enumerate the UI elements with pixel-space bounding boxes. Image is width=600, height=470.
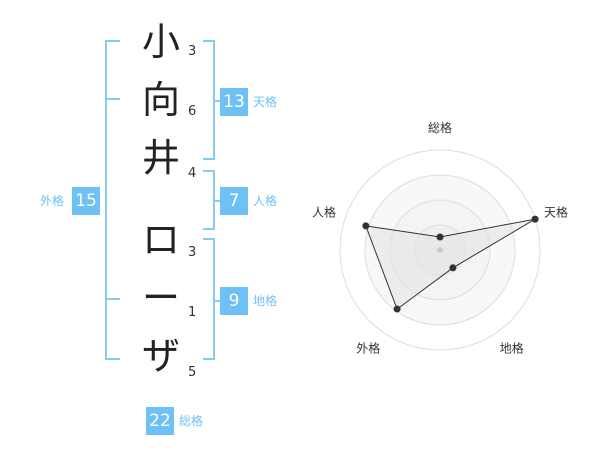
gaikaku-badge: 15 xyxy=(72,187,100,215)
stroke-count-5: 1 xyxy=(188,305,197,320)
gaikaku-bracket-tick-2 xyxy=(105,298,120,300)
radar-axis-label-4: 外格 xyxy=(356,341,380,356)
radar-point-1 xyxy=(436,233,444,241)
radar-point-3 xyxy=(449,264,457,272)
soukaku-label: 総格 xyxy=(179,414,204,428)
stroke-count-6: 5 xyxy=(188,365,197,380)
name-char-1: 小 xyxy=(141,20,180,64)
stroke-count-2: 6 xyxy=(188,104,197,119)
gaikaku-bracket-bottom xyxy=(105,358,120,360)
radar-axis-label-1: 総格 xyxy=(428,120,452,135)
jinkaku-badge: 7 xyxy=(220,187,248,215)
jinkaku-bracket-top xyxy=(203,170,215,172)
name-char-2: 向 xyxy=(141,78,180,122)
radar-point-5 xyxy=(362,222,370,230)
radar-axis-label-2: 天格 xyxy=(544,204,568,219)
chikaku-bracket-line xyxy=(213,238,215,360)
chikaku-label: 地格 xyxy=(253,294,278,308)
jinkaku-bracket-stub xyxy=(213,200,221,202)
radar-point-2 xyxy=(531,215,539,223)
chikaku-bracket-top xyxy=(203,238,215,240)
tenkaku-bracket-stub xyxy=(213,100,221,102)
jinkaku-bracket-bottom xyxy=(203,228,215,230)
gaikaku-label: 外格 xyxy=(40,194,65,208)
name-char-6: ザ xyxy=(141,334,180,378)
stroke-count-1: 3 xyxy=(188,44,197,59)
gaikaku-bracket-top xyxy=(105,40,120,42)
radar-point-4 xyxy=(393,305,401,313)
jinkaku-label: 人格 xyxy=(253,194,278,208)
stroke-count-4: 3 xyxy=(188,245,197,260)
tenkaku-bracket-bottom xyxy=(203,158,215,160)
radar-points xyxy=(362,215,539,313)
stroke-count-3: 4 xyxy=(188,166,197,181)
soukaku-badge: 22 xyxy=(146,407,174,435)
tenkaku-bracket-top xyxy=(203,40,215,42)
radar-shape xyxy=(365,218,536,310)
name-char-3: 井 xyxy=(141,136,180,180)
name-char-4: ロ xyxy=(141,218,180,262)
gaikaku-bracket-line xyxy=(105,40,107,360)
tenkaku-label: 天格 xyxy=(253,95,278,109)
radar-axis-label-3: 地格 xyxy=(500,341,524,356)
chikaku-bracket-stub xyxy=(213,300,221,302)
radar-axis-label-5: 人格 xyxy=(312,204,336,219)
gaikaku-bracket-tick-1 xyxy=(105,98,120,100)
radar-center xyxy=(437,247,443,253)
chikaku-bracket-bottom xyxy=(203,358,215,360)
chikaku-badge: 9 xyxy=(220,287,248,315)
name-char-5: ー xyxy=(141,276,180,320)
tenkaku-badge: 13 xyxy=(220,88,248,116)
